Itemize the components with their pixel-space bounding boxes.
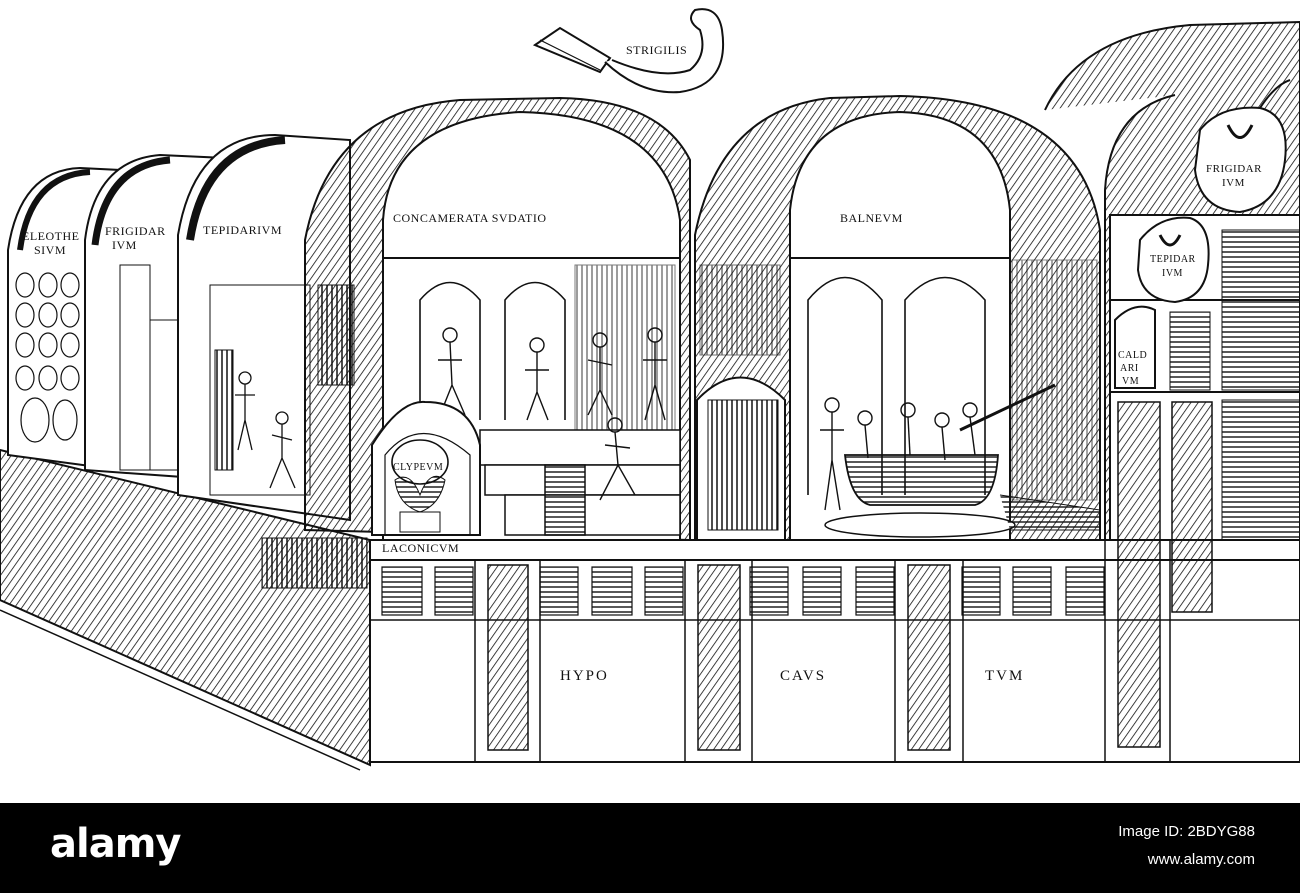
label-vessel-tepidarium: TEPIDAR [1150, 254, 1196, 265]
hypocaust [369, 401, 1300, 763]
amphora-shelves [15, 272, 80, 443]
site-url[interactable]: www.alamy.com [1147, 851, 1255, 868]
roman-bath-woodcut: STRIGILIS ELEOTHE SIVM FRIGIDAR IVM TEPI… [0, 8, 1300, 771]
label-frigidarium-line2: IVM [112, 238, 137, 252]
label-tepidarium: TEPIDARIVM [203, 223, 282, 237]
image-id: Image ID: 2BDYG88 [1118, 823, 1255, 840]
strigil-icon [532, 8, 725, 94]
label-clypeum: CLYPEVM [393, 462, 443, 473]
label-vessel-frigidarium-line2: IVM [1222, 177, 1245, 189]
label-vessel-caldarium: CALD [1118, 350, 1147, 361]
stock-footer-bar: alamy Image ID: 2BDYG88 www.alamy.com [0, 803, 1300, 893]
label-vessel-caldarium-line3: VM [1122, 376, 1139, 387]
label-hypo: HYPO [560, 668, 609, 684]
foundation-left [0, 448, 371, 771]
sudatio-steps [479, 429, 681, 536]
label-vessel-frigidarium: FRIGIDAR [1206, 163, 1262, 175]
bather-figures-tepidarium [235, 371, 296, 489]
vessel-caldarium-icon [1114, 305, 1156, 389]
bather-figures-balneum [820, 397, 978, 511]
label-tum: TVM [985, 668, 1024, 684]
vault-concamerata [304, 96, 691, 542]
label-caus: CAVS [780, 668, 826, 684]
label-vessel-tepidarium-line2: IVM [1162, 268, 1183, 279]
hypocaust-flue-tiles [381, 566, 1105, 616]
label-eleothesium: ELEOTHE [22, 229, 79, 243]
label-vessel-caldarium-line2: ARI [1120, 363, 1139, 374]
vessel-tepidarium-icon [1136, 216, 1210, 304]
alamy-logo: alamy [50, 821, 181, 867]
label-strigilis: STRIGILIS [626, 43, 687, 57]
vault-balneum [694, 94, 1101, 541]
label-laconicum: LACONICVM [382, 541, 459, 555]
label-balneum: BALNEVM [840, 211, 903, 225]
label-eleothesium-line2: SIVM [34, 243, 66, 257]
laconicum-furnace [371, 400, 481, 536]
bather-figures-sudatio [438, 327, 667, 501]
label-concamerata-sudatio: CONCAMERATA SVDATIO [393, 211, 547, 225]
hypocaust-fire-columns [487, 401, 1213, 751]
hypocaust-piers [474, 540, 1171, 762]
label-frigidarium: FRIGIDAR [105, 224, 166, 238]
vessel-frigidarium-icon [1193, 79, 1291, 214]
